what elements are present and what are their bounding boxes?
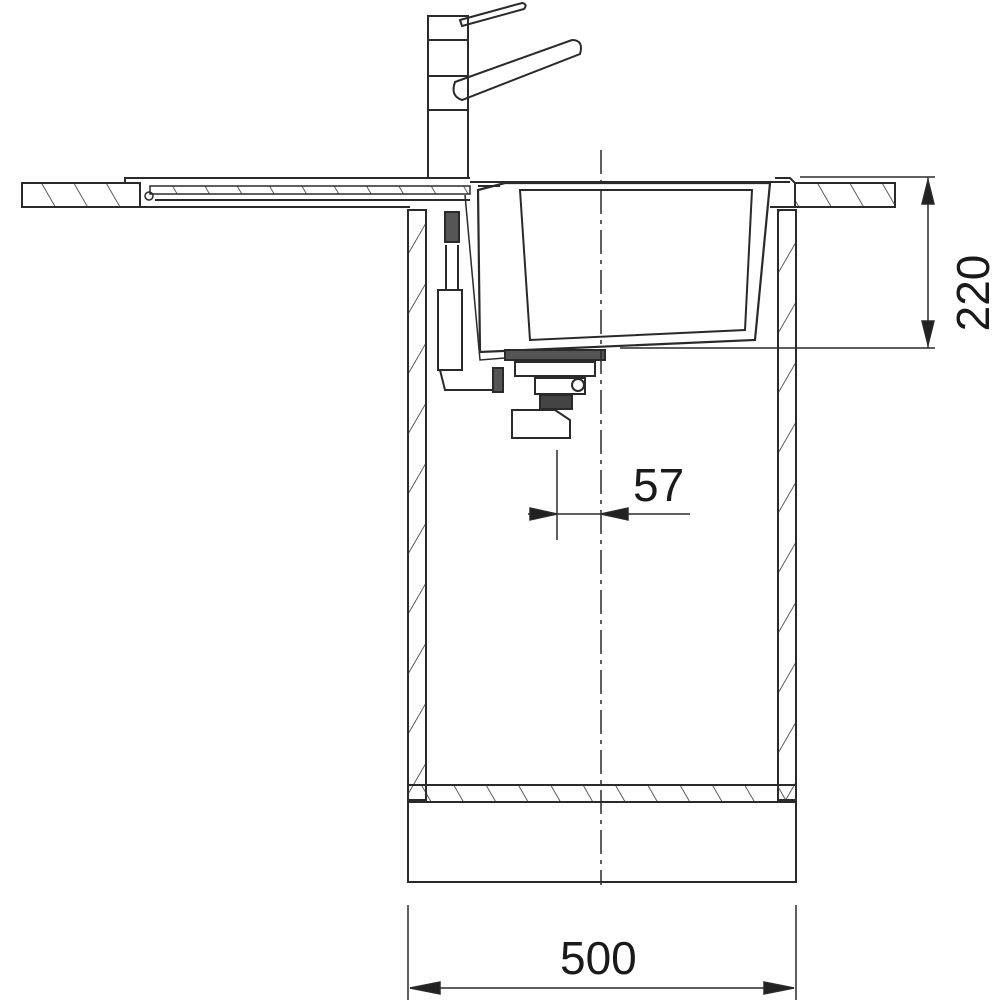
dimension-220 [620,176,935,349]
dimension-500 [407,905,797,1000]
depth-dimension-label: 220 [947,254,999,332]
faucet [427,1,582,179]
sink-bowl [470,181,790,354]
cabinet [407,209,797,883]
dimension-57 [528,450,690,540]
drain-offset-label: 57 [633,459,685,511]
width-dimension-label: 500 [560,932,637,984]
countertop-left [21,177,471,208]
countertop-right [770,177,896,208]
drain-assembly [437,194,606,439]
